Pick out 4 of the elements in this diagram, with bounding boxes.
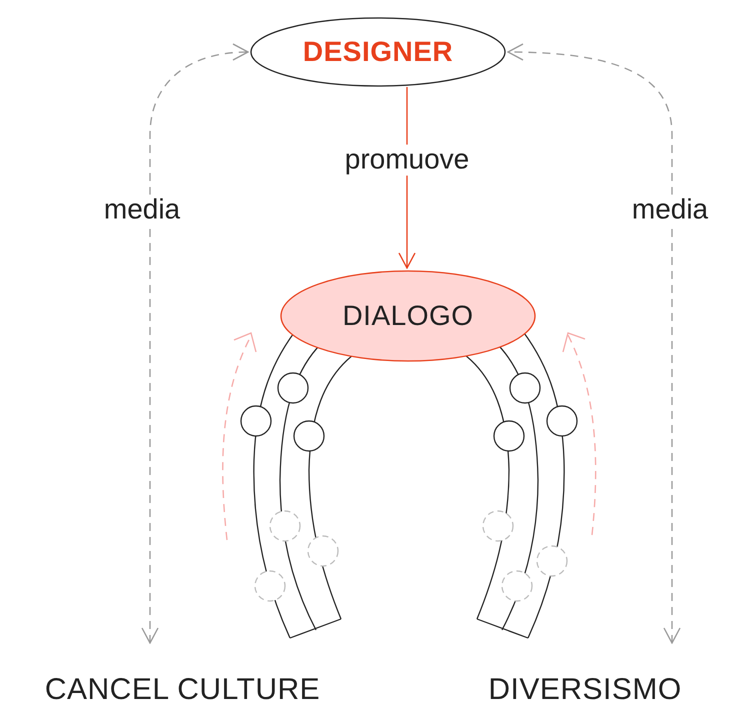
node-label: DESIGNER: [302, 36, 454, 68]
node-label: DIALOGO: [342, 300, 474, 332]
node-label: DIVERSISMO: [488, 673, 682, 706]
node-label: CANCEL CULTURE: [44, 673, 320, 706]
